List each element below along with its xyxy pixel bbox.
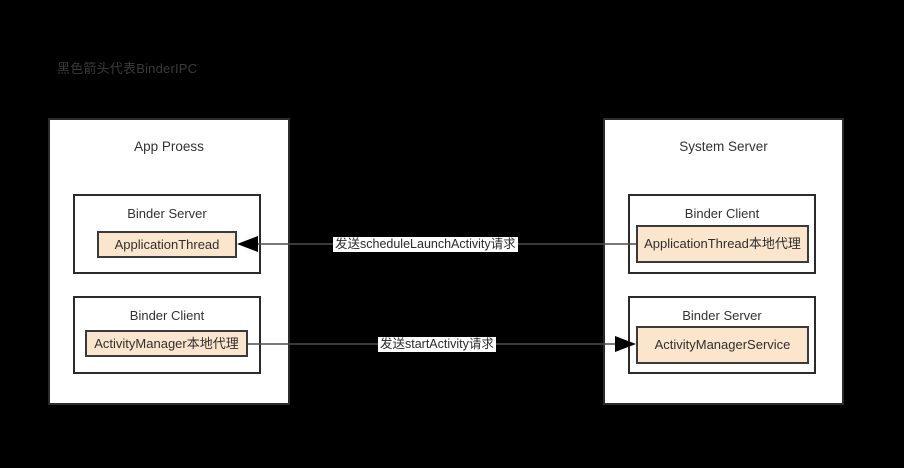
process-title-app-process: App Proess [134,139,204,154]
role-title-binder-client-app: Binder Client [129,308,205,323]
legend-note: 黑色箭头代表BinderIPC [57,61,198,76]
process-title-system-server: System Server [679,139,768,154]
component-application-thread-proxy: ApplicationThread本地代理 [636,225,809,263]
arrow-label-start-activity: 发送startActivity请求 [378,337,496,352]
arrow-label-schedule-launch-activity: 发送scheduleLaunchActivity请求 [333,237,518,252]
role-title-binder-server-app: Binder Server [127,206,207,221]
role-title-binder-server-system: Binder Server [682,308,762,323]
role-title-binder-client-system: Binder Client [684,206,760,221]
component-application-thread: ApplicationThread [97,231,237,258]
component-activity-manager-service: ActivityManagerService [636,326,809,364]
component-activity-manager-proxy: ActivityManager本地代理 [85,330,248,357]
